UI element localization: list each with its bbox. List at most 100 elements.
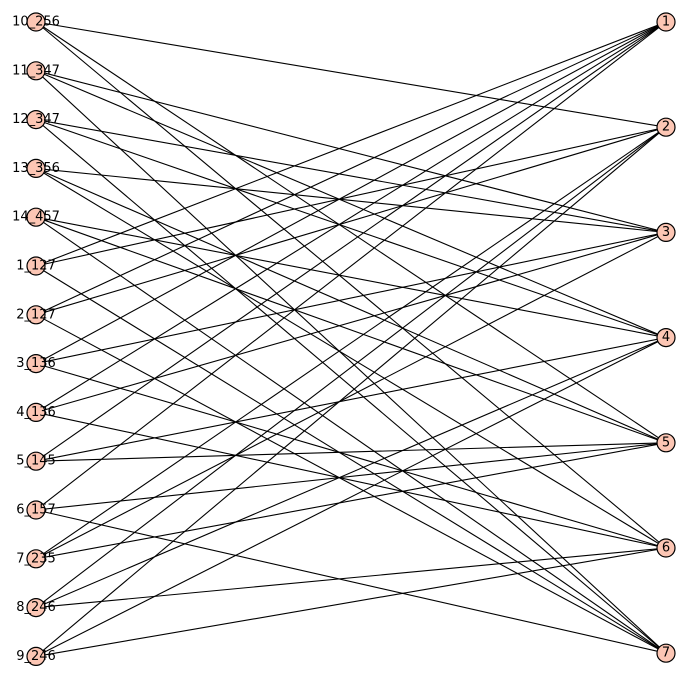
left-node-circle: [26, 12, 46, 32]
left-node-label: 5_145: [16, 454, 56, 469]
right-node-label: 2: [662, 120, 670, 135]
edge: [35, 509, 667, 654]
left-node-circle: [26, 61, 46, 81]
left-node-circle: [26, 305, 46, 325]
edge: [35, 231, 667, 413]
edge: [35, 231, 667, 365]
right-node-label: 5: [662, 435, 670, 450]
left-node-label: 10_256: [12, 15, 60, 30]
left-node: 14_457: [12, 207, 60, 227]
right-node: 4: [656, 328, 676, 348]
left-node-group: 10_25611_34712_34713_35614_4571_1272_127…: [12, 12, 60, 667]
right-node-label: 7: [662, 646, 670, 661]
edge: [35, 442, 667, 560]
edge: [35, 119, 667, 654]
left-node-label: 3_136: [16, 356, 56, 371]
right-node-circle: [656, 433, 676, 453]
edge: [35, 21, 667, 444]
left-node-circle: [26, 158, 46, 178]
right-node-label: 4: [662, 330, 670, 345]
left-node: 6_157: [16, 500, 56, 520]
left-node-circle: [26, 402, 46, 422]
left-node: 2_127: [16, 305, 56, 325]
left-node: 13_356: [12, 158, 60, 178]
left-node-circle: [26, 207, 46, 227]
edge: [35, 442, 667, 462]
right-node-circle: [656, 222, 676, 242]
edge: [35, 119, 667, 339]
edge: [35, 126, 667, 657]
edge: [35, 119, 667, 233]
right-node-label: 6: [662, 541, 670, 556]
edge: [35, 126, 667, 267]
edge: [35, 21, 667, 413]
edge: [35, 337, 667, 462]
edge: [35, 126, 667, 560]
edge: [35, 21, 667, 316]
left-node-label: 7_235: [16, 551, 56, 566]
left-node: 7_235: [16, 549, 56, 569]
left-node-label: 8_246: [16, 600, 56, 615]
left-node: 4_136: [16, 402, 56, 422]
edge: [35, 216, 667, 654]
left-node: 5_145: [16, 451, 56, 471]
edge: [35, 363, 667, 549]
edge: [35, 70, 667, 654]
left-node: 10_256: [12, 12, 60, 32]
edge: [35, 167, 667, 233]
right-node: 7: [656, 643, 676, 663]
edge: [35, 21, 667, 511]
edge: [35, 21, 667, 549]
edge: [35, 70, 667, 339]
edge: [35, 126, 667, 609]
edge: [35, 337, 667, 657]
edge: [35, 21, 667, 128]
left-node-circle: [26, 597, 46, 618]
edge: [35, 21, 667, 365]
edges: [35, 21, 667, 657]
left-node-circle: [26, 646, 46, 667]
edge: [35, 21, 667, 462]
right-node-circle: [656, 12, 676, 32]
left-node-circle: [26, 500, 46, 520]
left-node-label: 13_356: [12, 161, 60, 176]
right-node-circle: [656, 328, 676, 348]
edge: [35, 21, 667, 267]
right-node: 3: [656, 222, 676, 242]
edge: [35, 167, 667, 549]
left-node: 8_246: [16, 597, 56, 618]
edge: [35, 216, 667, 444]
edge: [35, 265, 667, 654]
left-node: 1_127: [16, 256, 56, 276]
left-node: 9_246: [16, 646, 56, 667]
right-node: 5: [656, 433, 676, 453]
left-node-label: 4_136: [16, 405, 56, 420]
edge: [35, 547, 667, 657]
left-node-circle: [26, 451, 46, 471]
left-node-circle: [26, 109, 46, 130]
left-node: 3_136: [16, 354, 56, 374]
edge: [35, 70, 667, 233]
left-node-circle: [26, 549, 46, 569]
left-node-circle: [26, 354, 46, 374]
edge: [35, 216, 667, 339]
edge: [35, 126, 667, 316]
right-node: 6: [656, 538, 676, 558]
right-node-circle: [656, 643, 676, 663]
left-node-label: 9_246: [16, 649, 56, 664]
left-node-label: 12_347: [12, 112, 60, 127]
right-node-circle: [656, 538, 676, 558]
edge: [35, 231, 667, 560]
left-node-label: 14_457: [12, 210, 60, 225]
edge: [35, 337, 667, 609]
left-node-circle: [26, 256, 46, 276]
right-node-circle: [656, 117, 676, 137]
edge: [35, 411, 667, 549]
left-node-label: 6_157: [16, 503, 56, 518]
left-node: 12_347: [12, 109, 60, 130]
edge: [35, 314, 667, 654]
edge: [35, 167, 667, 444]
left-node-label: 2_127: [16, 307, 56, 322]
edge: [35, 442, 667, 511]
right-node-label: 1: [662, 15, 670, 30]
